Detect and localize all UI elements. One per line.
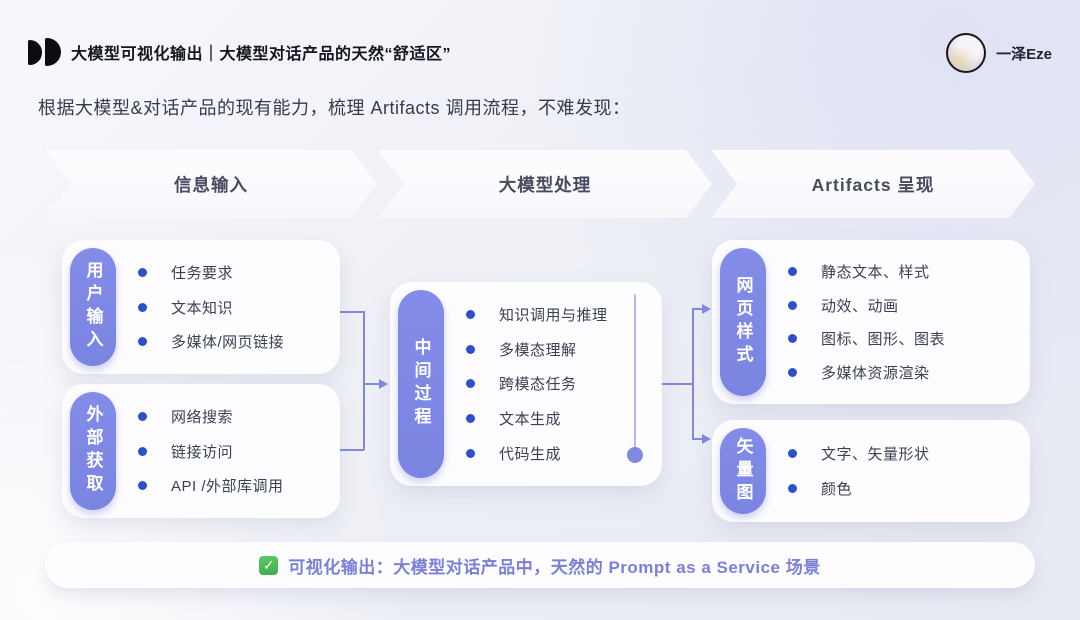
timeline-line: [634, 294, 636, 452]
list-item: 多媒体资源渲染: [788, 362, 1022, 383]
connector-line: [340, 311, 364, 313]
list-item: 代码生成: [466, 443, 654, 464]
external-fetch-list: 网络搜索 链接访问 API /外部库调用: [116, 392, 332, 510]
card-middle-process: 中间过程 知识调用与推理 多模态理解 跨模态任务 文本生成 代码生成: [390, 282, 662, 486]
header-right: 一泽Eze: [946, 33, 1052, 73]
bullet-icon: [788, 368, 797, 378]
timeline-dot-icon: [627, 447, 643, 463]
list-item: 知识调用与推理: [466, 304, 654, 325]
stage-banner-llm-process: 大模型处理: [378, 150, 712, 218]
bullet-icon: [788, 266, 797, 276]
vector-graphic-list: 文字、矢量形状 颜色: [766, 428, 1022, 514]
bullet-icon: [466, 379, 475, 389]
connector-line: [363, 383, 380, 385]
check-icon: ✓: [259, 555, 279, 575]
bullet-icon: [466, 309, 475, 319]
conclusion-banner: ✓ 可视化输出：大模型对话产品中，天然的 Prompt as a Service…: [45, 542, 1035, 588]
bullet-icon: [788, 334, 797, 344]
card-user-input: 用户输入 任务要求 文本知识 多媒体/网页链接: [62, 240, 340, 374]
list-item: API /外部库调用: [138, 475, 332, 496]
pill-user-input: 用户输入: [70, 248, 116, 366]
list-item: 文本生成: [466, 408, 654, 429]
bullet-icon: [788, 448, 797, 458]
list-item: 动效、动画: [788, 295, 1022, 316]
conclusion-text: 可视化输出：大模型对话产品中，天然的 Prompt as a Service 场…: [288, 557, 821, 577]
stage-label: 大模型处理: [498, 174, 592, 195]
connector-line: [692, 308, 694, 439]
list-item: 链接访问: [138, 441, 332, 462]
arrow-right-icon: [379, 379, 388, 389]
list-item: 跨模态任务: [466, 373, 654, 394]
list-item: 图标、图形、图表: [788, 328, 1022, 349]
bullet-icon: [138, 302, 147, 312]
pill-vector-graphic: 矢量图: [720, 428, 766, 514]
intro-text: 根据大模型&对话产品的现有能力，梳理 Artifacts 调用流程，不难发现：: [38, 98, 631, 118]
bullet-icon: [466, 449, 475, 459]
list-item: 文本知识: [138, 297, 332, 318]
bullet-icon: [138, 446, 147, 456]
bullet-icon: [788, 484, 797, 494]
card-external-fetch: 外部获取 网络搜索 链接访问 API /外部库调用: [62, 384, 340, 518]
list-item: 颜色: [788, 478, 1022, 499]
stage-label: Artifacts 呈现: [811, 174, 935, 195]
bullet-icon: [138, 267, 147, 277]
stage-banner-info-input: 信息输入: [45, 150, 377, 218]
author-avatar: [946, 33, 987, 73]
list-item: 静态文本、样式: [788, 261, 1022, 282]
connector-line: [340, 449, 364, 451]
list-item: 多模态理解: [466, 339, 654, 360]
bullet-icon: [138, 411, 147, 421]
page-title: 大模型可视化输出｜大模型对话产品的天然“舒适区”: [71, 46, 452, 63]
pill-middle-process: 中间过程: [398, 290, 444, 478]
card-vector-graphic: 矢量图 文字、矢量形状 颜色: [712, 420, 1030, 522]
dd-logo-icon: [28, 38, 61, 66]
stage-label: 信息输入: [174, 174, 248, 195]
arrow-right-icon: [702, 434, 711, 444]
pill-web-style: 网页样式: [720, 248, 766, 396]
arrow-right-icon: [702, 304, 711, 314]
connector-line: [692, 438, 703, 440]
list-item: 文字、矢量形状: [788, 443, 1022, 464]
stage-banner-artifacts-render: Artifacts 呈现: [711, 150, 1035, 218]
bullet-icon: [466, 344, 475, 354]
header-left: 大模型可视化输出｜大模型对话产品的天然“舒适区”: [28, 38, 451, 66]
pill-external-fetch: 外部获取: [70, 392, 116, 510]
bullet-icon: [466, 414, 475, 424]
user-input-list: 任务要求 文本知识 多媒体/网页链接: [116, 248, 332, 366]
connector-line: [662, 383, 693, 385]
card-web-style: 网页样式 静态文本、样式 动效、动画 图标、图形、图表 多媒体资源渲染: [712, 240, 1030, 404]
bullet-icon: [788, 300, 797, 310]
connector-line: [692, 308, 703, 310]
web-style-list: 静态文本、样式 动效、动画 图标、图形、图表 多媒体资源渲染: [766, 248, 1022, 396]
list-item: 多媒体/网页链接: [138, 331, 332, 352]
bullet-icon: [138, 337, 147, 347]
list-item: 网络搜索: [138, 406, 332, 427]
bullet-icon: [138, 481, 147, 491]
middle-process-list: 知识调用与推理 多模态理解 跨模态任务 文本生成 代码生成: [444, 290, 654, 478]
connector-line: [363, 311, 365, 450]
list-item: 任务要求: [138, 262, 332, 283]
author-name: 一泽Eze: [996, 45, 1052, 63]
